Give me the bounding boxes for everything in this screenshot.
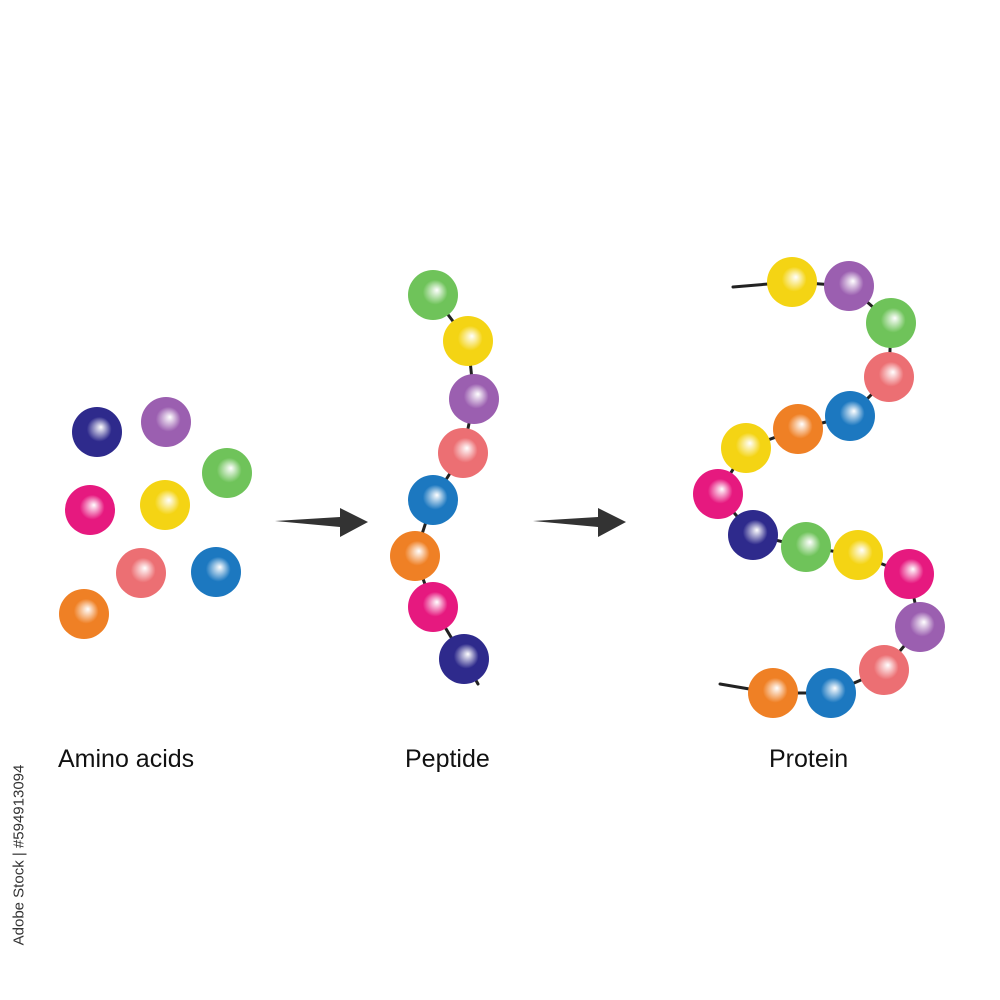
amino-acids-sphere-purple (141, 397, 191, 447)
stock-watermark-id: Adobe Stock | #594913094 (8, 760, 30, 950)
protein-sphere-yellow (767, 257, 817, 307)
amino-acids-sphere-green (202, 448, 252, 498)
protein-sphere-orange (748, 668, 798, 718)
peptide-sphere-magenta (408, 582, 458, 632)
peptide-sphere-salmon (438, 428, 488, 478)
protein-label: Protein (769, 745, 849, 773)
protein-sphere-magenta (693, 469, 743, 519)
peptide-sphere-navy (439, 634, 489, 684)
peptide-sphere-purple (449, 374, 499, 424)
amino-acids-sphere-magenta (65, 485, 115, 535)
peptide-sphere-blue (408, 475, 458, 525)
protein-sphere-salmon (864, 352, 914, 402)
protein-sphere-purple (824, 261, 874, 311)
protein-sphere-orange (773, 404, 823, 454)
protein-sphere-purple (895, 602, 945, 652)
amino-acids-sphere-blue (191, 547, 241, 597)
peptide-sphere-green (408, 270, 458, 320)
amino-acids-sphere-navy (72, 407, 122, 457)
protein-sphere-green (781, 522, 831, 572)
amino-acids-sphere-orange (59, 589, 109, 639)
protein-sphere-yellow (833, 530, 883, 580)
amino-acids-sphere-salmon (116, 548, 166, 598)
stock-id-text: Adobe Stock | #594913094 (10, 764, 28, 946)
protein-sphere-navy (728, 510, 778, 560)
protein-sphere-magenta (884, 549, 934, 599)
protein-sphere-green (866, 298, 916, 348)
protein-sphere-salmon (859, 645, 909, 695)
peptide-sphere-orange (390, 531, 440, 581)
protein-sphere-yellow (721, 423, 771, 473)
amino-acids-label: Amino acids (58, 745, 195, 773)
peptide-label: Peptide (405, 745, 490, 773)
peptide-sphere-yellow (443, 316, 493, 366)
amino-acids-sphere-yellow (140, 480, 190, 530)
protein-sphere-blue (825, 391, 875, 441)
arrow-peptide-to-protein (533, 508, 626, 537)
arrow-amino-to-peptide (275, 508, 368, 537)
protein-sphere-blue (806, 668, 856, 718)
